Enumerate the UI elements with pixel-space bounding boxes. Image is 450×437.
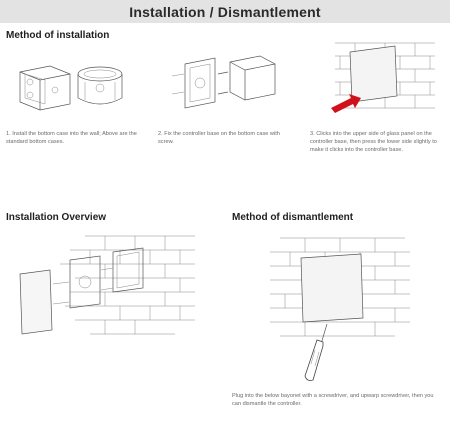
overview-illustration: [19, 235, 195, 335]
bottom-case-square-icon: [19, 65, 71, 111]
bottom-case-illustration: [19, 65, 123, 111]
step1-caption: 1. Install the bottom case into the wall…: [6, 131, 137, 145]
dismantle-caption: Plug into the below bayonet with a screw…: [232, 393, 434, 407]
section-title-overview: Installation Overview: [6, 212, 107, 223]
screwdriver-icon: [304, 323, 328, 381]
panel-insert-illustration: [331, 42, 435, 113]
page-title: Installation / Dismantlement: [129, 3, 321, 20]
section-title-installation: Method of installation: [6, 30, 110, 41]
header-banner: Installation / Dismantlement: [0, 0, 450, 23]
bottom-case-round-icon: [77, 66, 123, 105]
section-title-dismantlement: Method of dismantlement: [232, 212, 354, 223]
arrow-icon: [331, 94, 361, 113]
controller-base-icon: [184, 57, 216, 109]
dismantle-illustration: [270, 237, 410, 381]
controller-base-illustration: [171, 55, 276, 109]
wall-panel-icon: [349, 45, 398, 103]
step2-caption: 2. Fix the controller base on the bottom…: [158, 131, 280, 145]
step3-caption: 3. Clicks into the upper side of glass p…: [310, 131, 437, 153]
